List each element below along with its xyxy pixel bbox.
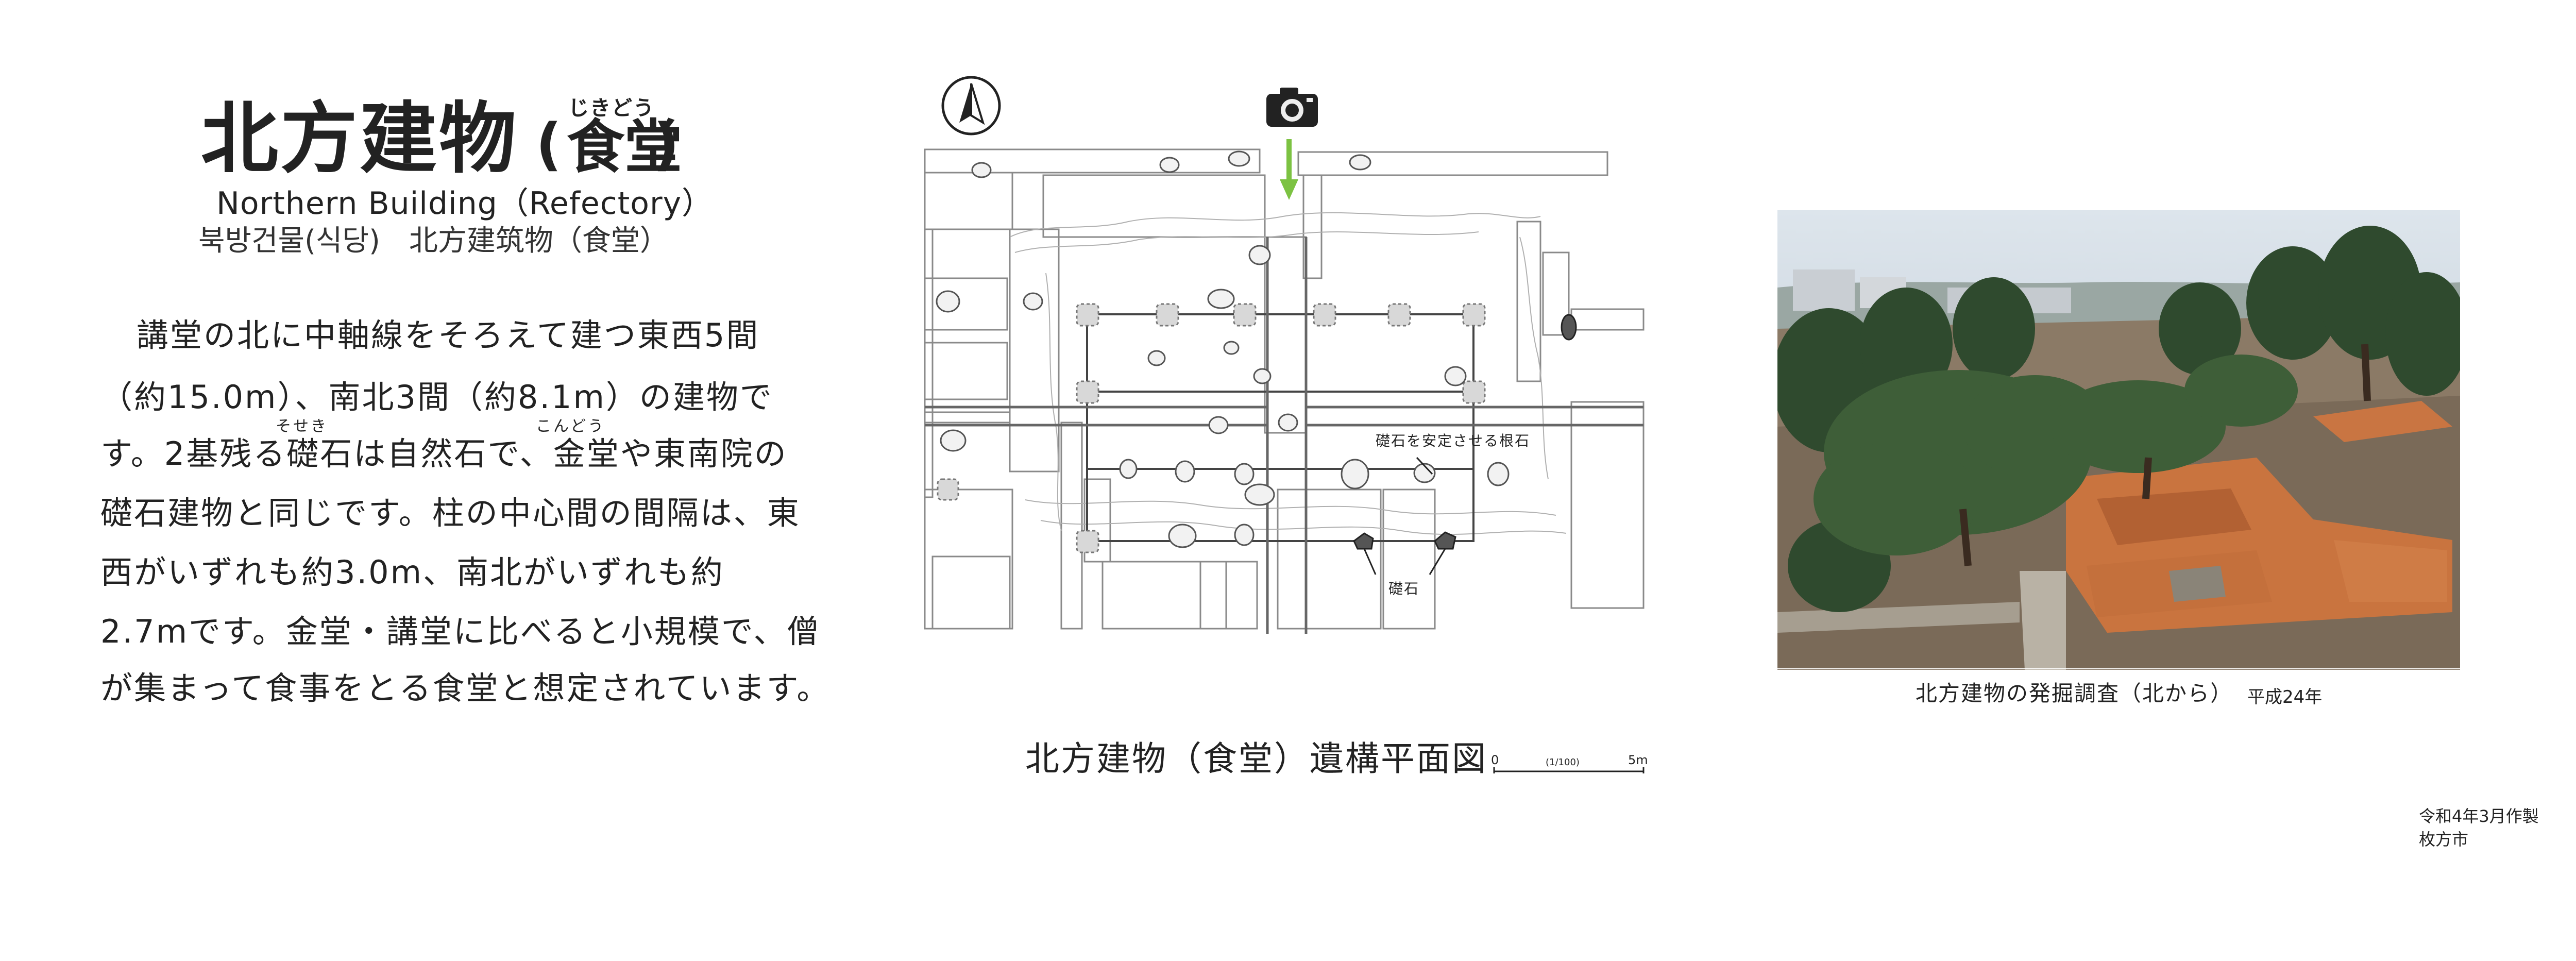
label-root-stone: 礎石を安定させる根石: [1376, 432, 1530, 449]
body-line-4: 礎石建物と同じです。柱の中心間の間隔は、東: [100, 494, 801, 532]
footer-date: 令和4年3月作製: [2419, 806, 2539, 826]
ruby-kondo: こんどう: [536, 417, 606, 435]
view-direction-arrow: [1280, 139, 1298, 200]
title-english: Northern Building（Refectory）: [216, 186, 714, 222]
scale-end: 5m: [1628, 753, 1648, 767]
body-line-1: 講堂の北に中軸線をそろえて建つ東西5間: [137, 316, 760, 354]
excavation-photo: [1777, 210, 2460, 670]
column-positions: [937, 303, 1486, 553]
footer-city: 枚方市: [2419, 830, 2469, 849]
body-line-2: （約15.0m）、南北3間（約8.1m）の建物で: [100, 378, 773, 416]
photo-year: 平成24年: [2247, 687, 2323, 707]
page-title: 北方建物: [201, 94, 519, 184]
plan-caption: 北方建物（食堂）遺構平面図: [1025, 739, 1487, 779]
scale-bar: 0 (1/100) 5m: [1491, 753, 1648, 773]
title-subtitle: 食堂: [567, 114, 682, 181]
title-ruby: じきどう: [568, 96, 655, 120]
site-plan-drawing: 礎石を安定させる根石 礎石: [924, 76, 1645, 634]
photo-trees: [1777, 226, 2460, 612]
excavation-outlines: [924, 148, 1645, 630]
photo-trunks: [1959, 344, 2371, 566]
body-line-5: 西がいずれも約3.0m、南北がいずれも約: [100, 553, 724, 591]
body-line-3: す。2基残る礎石は自然石で、金堂や東南院の: [100, 435, 788, 473]
ruby-soseki: そせき: [276, 417, 328, 435]
body-line-6: 2.7mです。金堂・講堂に比べると小規模で、僧: [100, 613, 821, 650]
north-arrow-icon: [941, 76, 1001, 136]
label-foundation-stone: 礎石: [1388, 580, 1419, 597]
camera-icon: [1266, 88, 1318, 127]
photo-caption: 北方建物の発掘調査（北から）: [1916, 681, 2233, 706]
trench-contours: [1009, 212, 1567, 535]
post-holes: [936, 150, 1510, 548]
photo-pine-trees: [1814, 355, 2298, 555]
scale-ratio: (1/100): [1546, 757, 1580, 768]
building-grid: [1086, 313, 1475, 542]
body-line-7: が集まって食事をとる食堂と想定されています。: [100, 669, 831, 707]
title-paren-open: (: [536, 111, 562, 177]
annotation-leaders: [1363, 457, 1446, 575]
foundation-stones: [1353, 314, 1577, 550]
title-alt-languages: 북방건물(식당) 北方建筑物（食堂）: [198, 224, 669, 258]
title-paren-close: ): [653, 111, 680, 177]
scale-start: 0: [1491, 753, 1499, 767]
